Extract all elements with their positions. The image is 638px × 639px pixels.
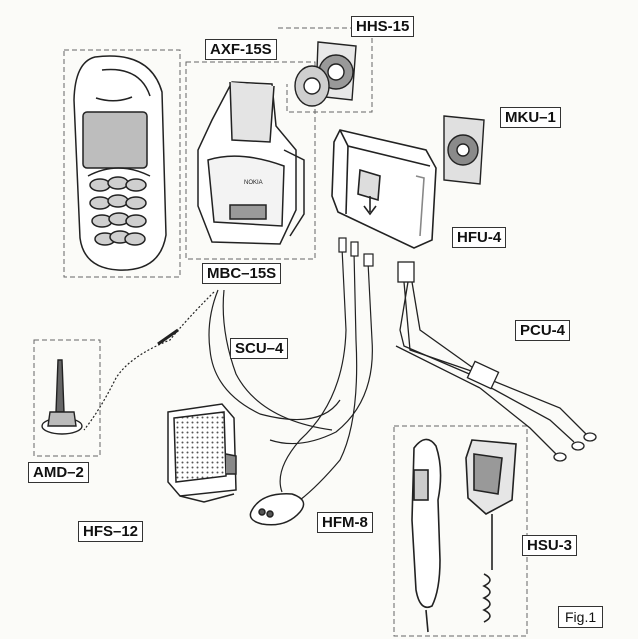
handsfree-unit-illustration bbox=[331, 129, 437, 249]
label-hfm-8: HFM-8 bbox=[317, 512, 373, 533]
label-mbc-15s: MBC–15S bbox=[202, 263, 282, 284]
holder-logo-text: NOKIA bbox=[244, 180, 263, 186]
hhs-dashed-box bbox=[278, 27, 373, 113]
label-hfu-4: HFU-4 bbox=[452, 227, 507, 248]
phone-dashed-box bbox=[63, 49, 181, 278]
swivel-mount-illustration bbox=[294, 41, 357, 107]
mobile-phone-illustration bbox=[73, 55, 167, 271]
label-amd-2: AMD–2 bbox=[28, 462, 89, 483]
microphone-illustration bbox=[249, 493, 305, 526]
mbc-dashed-box bbox=[185, 61, 316, 260]
label-hhs-15: HHS-15 bbox=[351, 16, 415, 37]
figure-caption: Fig.1 bbox=[558, 606, 604, 628]
mobile-holder-illustration: NOKIA bbox=[197, 81, 305, 245]
mounting-plate-illustration bbox=[443, 115, 485, 185]
label-axf-15s: AXF-15S bbox=[205, 39, 277, 60]
label-scu-4: SCU–4 bbox=[230, 338, 289, 359]
cables-illustration bbox=[83, 237, 374, 501]
label-pcu-4: PCU-4 bbox=[515, 320, 571, 341]
speaker-illustration bbox=[167, 403, 237, 503]
group-outlines bbox=[33, 27, 528, 637]
handset-illustration bbox=[411, 438, 517, 633]
amd-dashed-box bbox=[33, 339, 101, 457]
label-hsu-3: HSU-3 bbox=[522, 535, 578, 556]
hsu-dashed-box bbox=[393, 425, 528, 637]
antenna-illustration bbox=[41, 359, 83, 435]
label-mku-1: MKU–1 bbox=[500, 107, 561, 128]
power-cable-illustration bbox=[395, 261, 597, 462]
label-hfs-12: HFS–12 bbox=[78, 521, 144, 542]
